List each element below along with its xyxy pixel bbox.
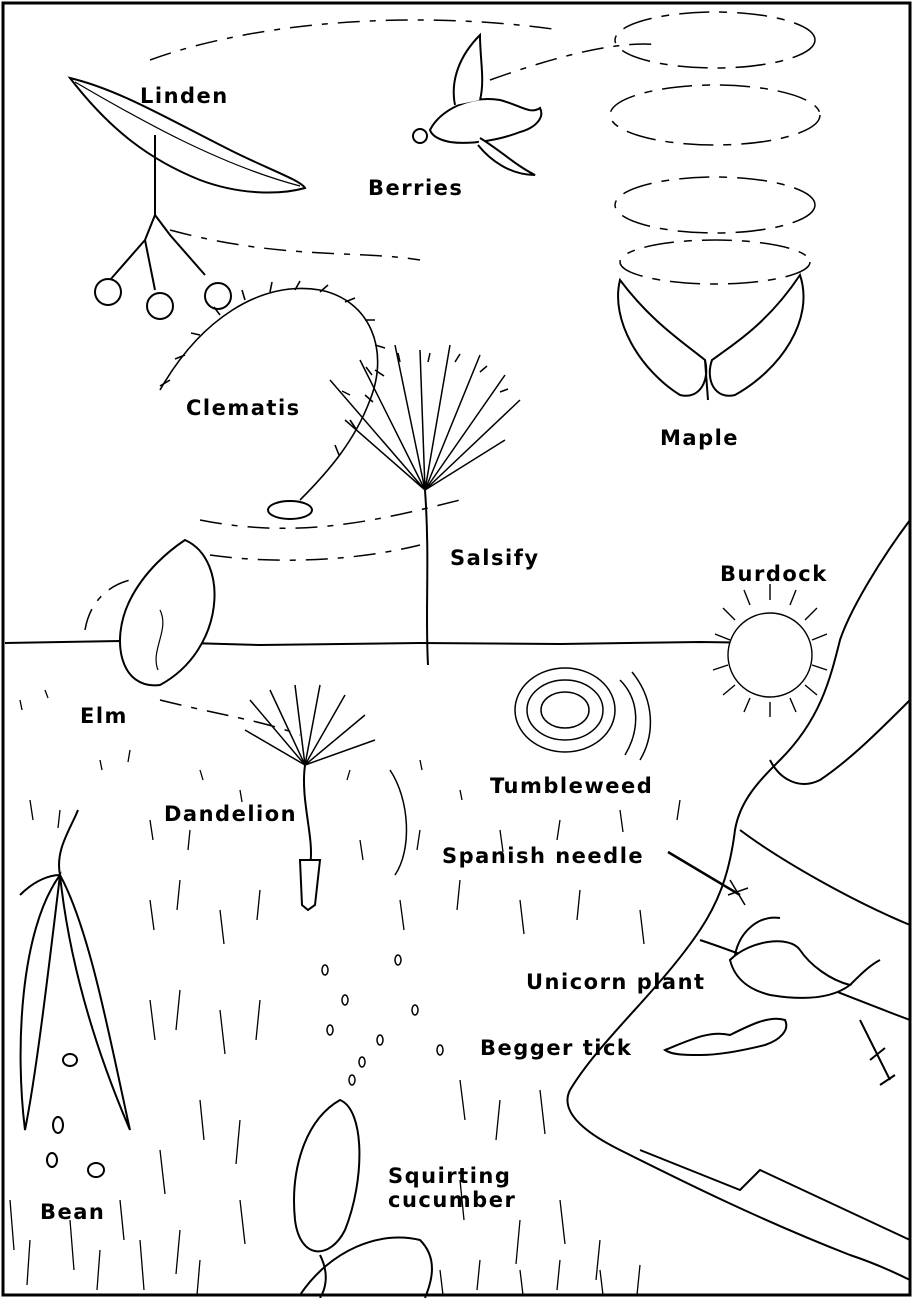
label-unicorn-plant: Unicorn plant xyxy=(526,970,706,994)
label-berries: Berries xyxy=(368,176,463,200)
bean-drawing xyxy=(20,810,130,1177)
label-maple: Maple xyxy=(660,426,739,450)
dandelion-drawing xyxy=(245,685,375,910)
label-dandelion: Dandelion xyxy=(164,802,297,826)
label-salsify: Salsify xyxy=(450,546,540,570)
spanish-needle-drawing xyxy=(668,852,748,905)
tumbleweed-drawing xyxy=(515,668,650,760)
label-squirting-cucumber: Squirting cucumber xyxy=(388,1164,516,1212)
label-tumbleweed: Tumbleweed xyxy=(490,774,653,798)
label-burdock: Burdock xyxy=(720,562,828,586)
burdock-drawing xyxy=(713,584,827,717)
label-bean: Bean xyxy=(40,1200,105,1224)
salsify-drawing xyxy=(330,345,520,665)
label-begger-tick: Begger tick xyxy=(480,1036,632,1060)
label-squirting-cucumber-line2: cucumber xyxy=(388,1188,516,1212)
label-clematis: Clematis xyxy=(186,396,301,420)
motion-arc xyxy=(390,770,406,875)
squirted-seeds xyxy=(322,955,443,1085)
maple-drawing xyxy=(618,275,803,400)
bird-drawing xyxy=(413,35,541,175)
begger-tick-drawing xyxy=(665,1019,786,1055)
linden-drawing xyxy=(70,78,305,319)
label-linden: Linden xyxy=(140,84,229,108)
label-squirting-cucumber-line1: Squirting xyxy=(388,1164,516,1188)
label-elm: Elm xyxy=(80,704,128,728)
label-spanish-needle: Spanish needle xyxy=(442,844,644,868)
unicorn-plant-drawing xyxy=(730,918,880,998)
maple-spin-trail xyxy=(610,12,820,284)
elm-drawing xyxy=(120,540,215,685)
